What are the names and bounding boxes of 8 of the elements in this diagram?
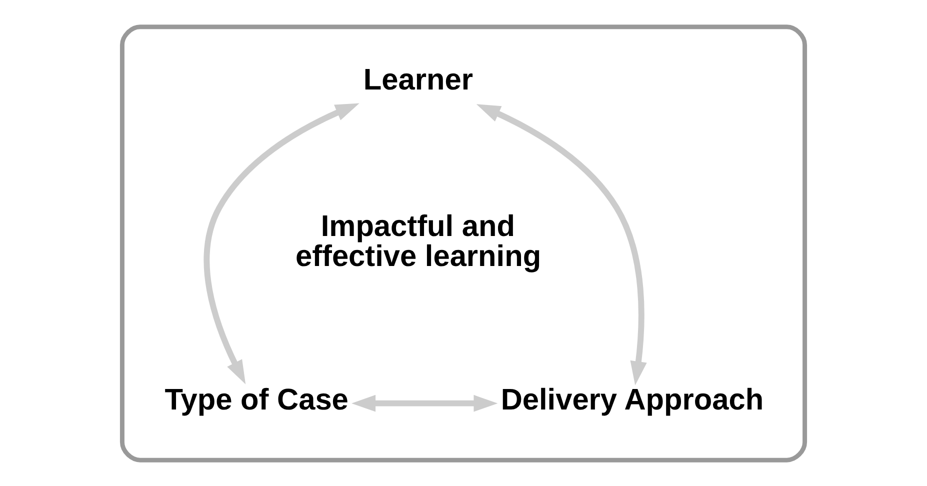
arrow: [204, 102, 360, 384]
arrow: [476, 104, 647, 385]
node-text: Delivery Approach: [500, 382, 764, 416]
node-text: Learner: [363, 63, 473, 96]
arrow: [352, 394, 498, 412]
node-text: Type of Case: [164, 382, 348, 416]
label: Impactful and effective learning: [295, 210, 542, 272]
cluster: [120, 24, 808, 462]
